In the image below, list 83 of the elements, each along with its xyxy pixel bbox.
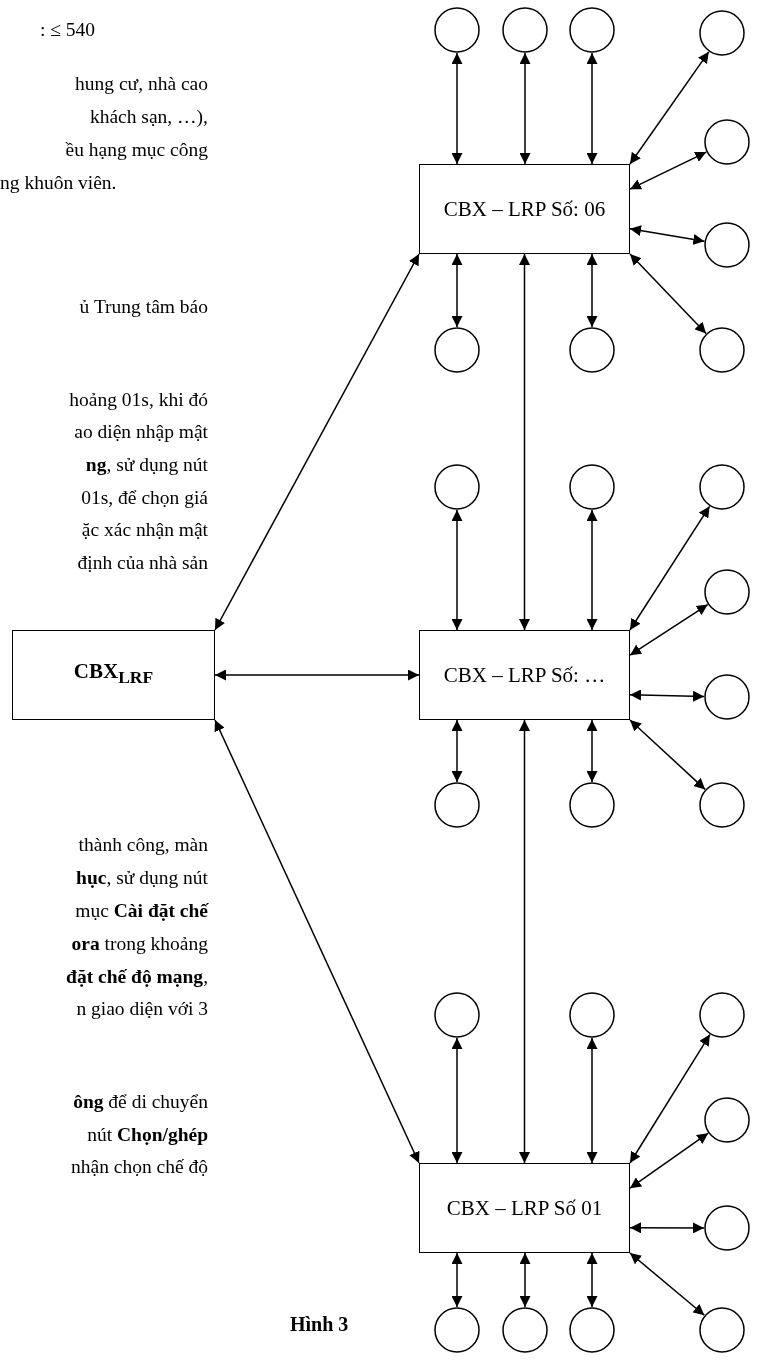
double-arrow	[629, 1132, 709, 1189]
device-circle	[704, 119, 750, 165]
double-arrow	[451, 509, 463, 631]
paragraph-text: ora trong khoảng	[71, 932, 208, 956]
double-arrow	[629, 253, 707, 335]
double-arrow	[629, 1033, 711, 1164]
device-circle	[699, 327, 745, 373]
device-circle	[502, 1307, 548, 1353]
device-circle	[704, 222, 750, 268]
paragraph-text: ao diện nhập mật	[74, 420, 208, 444]
paragraph-text: hục, sử dụng nút	[76, 866, 208, 890]
paragraph-text: 01s, để chọn giá	[81, 486, 208, 510]
device-circle	[502, 7, 548, 53]
paragraph-text: nút Chọn/ghép	[87, 1123, 208, 1147]
double-arrow	[629, 51, 710, 165]
paragraph-text: ều hạng mục công	[65, 138, 208, 162]
device-circle	[704, 674, 750, 720]
double-arrow	[629, 1222, 705, 1234]
paragraph-text: đặt chế độ mạng,	[66, 965, 208, 989]
device-circle	[434, 782, 480, 828]
device-circle	[434, 992, 480, 1038]
repeater-box: CBX – LRP Số: …	[419, 630, 630, 720]
double-arrow	[519, 253, 530, 631]
device-circle	[699, 10, 745, 56]
controller-box: CBX$_{LRF}$	[12, 630, 215, 720]
device-circle	[434, 1307, 480, 1353]
paragraph-text: ông để di chuyển	[73, 1090, 208, 1114]
double-arrow	[586, 719, 598, 783]
repeater-box: CBX – LRP Số 01	[419, 1163, 630, 1253]
paragraph-text: n giao diện với 3	[76, 997, 208, 1021]
double-arrow	[586, 253, 598, 328]
double-arrow	[519, 52, 531, 165]
double-arrow	[586, 1252, 598, 1308]
double-arrow	[519, 719, 530, 1164]
device-circle	[704, 1097, 750, 1143]
device-circle	[699, 782, 745, 828]
device-circle	[699, 992, 745, 1038]
figure-caption: Hình 3	[290, 1313, 349, 1336]
paragraph-text: thành công, màn	[78, 833, 208, 857]
double-arrow	[214, 669, 420, 681]
device-circle	[704, 1205, 750, 1251]
paragraph-text: ng khuôn viên.	[0, 171, 117, 195]
device-circle	[569, 782, 615, 828]
double-arrow	[519, 1252, 531, 1308]
double-arrow	[586, 1037, 598, 1164]
device-circle	[569, 464, 615, 510]
double-arrow	[451, 719, 463, 783]
device-circle	[569, 1307, 615, 1353]
double-arrow	[629, 689, 705, 702]
double-arrow	[451, 1037, 463, 1164]
double-arrow	[451, 253, 463, 328]
device-circle	[434, 7, 480, 53]
device-circle	[569, 992, 615, 1038]
paragraph-text: ng, sử dụng nút	[85, 453, 208, 477]
double-arrow	[629, 505, 711, 631]
double-arrow	[214, 719, 420, 1164]
double-arrow	[629, 719, 706, 791]
paragraph-text: hoảng 01s, khi đó	[69, 388, 208, 412]
double-arrow	[629, 1252, 706, 1316]
device-circle	[699, 464, 745, 510]
double-arrow	[451, 1252, 463, 1308]
double-arrow	[214, 253, 420, 631]
repeater-box: CBX – LRP Số: 06	[419, 164, 630, 254]
double-arrow	[586, 509, 598, 631]
paragraph-text: ủ Trung tâm báo	[79, 295, 208, 319]
double-arrow	[451, 52, 463, 165]
device-circle	[434, 464, 480, 510]
double-arrow	[586, 52, 598, 165]
device-circle	[699, 1307, 745, 1353]
paragraph-text: ặc xác nhận mật	[81, 518, 208, 542]
double-arrow	[629, 603, 709, 656]
device-circle	[704, 569, 750, 615]
paragraph-text: mục Cài đặt chế	[75, 899, 208, 923]
paragraph-text: : ≤ 540	[40, 18, 96, 42]
device-circle	[569, 327, 615, 373]
paragraph-text: khách sạn, …),	[89, 105, 208, 129]
paragraph-text: hung cư, nhà cao	[75, 72, 208, 96]
device-circle	[434, 327, 480, 373]
paragraph-text: định của nhà sản	[77, 551, 208, 575]
double-arrow	[629, 151, 708, 190]
double-arrow	[629, 225, 706, 245]
device-circle	[569, 7, 615, 53]
paragraph-text: nhận chọn chế độ	[71, 1155, 208, 1179]
